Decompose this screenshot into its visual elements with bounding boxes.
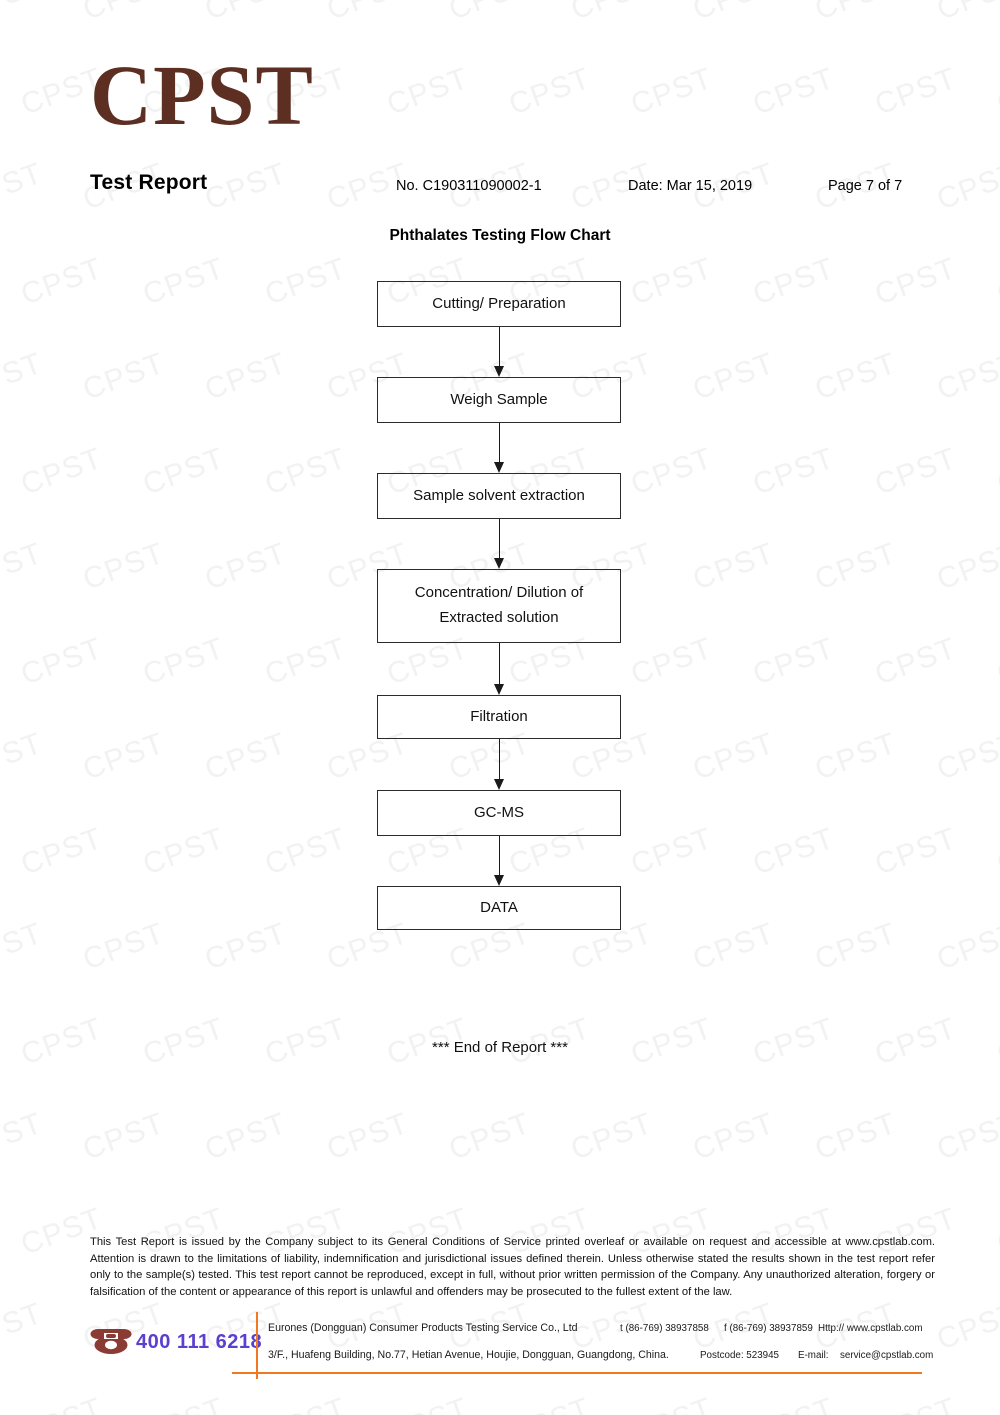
flow-arrow-shaft xyxy=(499,423,501,464)
flow-step-box: Cutting/ Preparation xyxy=(377,281,621,327)
footer-website[interactable]: Http:// www.cpstlab.com xyxy=(818,1323,923,1334)
flow-step-line: Sample solvent extraction xyxy=(413,486,585,504)
flow-arrow xyxy=(494,519,504,569)
flow-arrow-shaft xyxy=(499,836,501,877)
flow-step-box: Sample solvent extraction xyxy=(377,473,621,519)
flow-step-line: GC-MS xyxy=(474,803,524,821)
flow-step-box: Concentration/ Dilution of Extracted solu… xyxy=(377,569,621,643)
flow-step-label: Concentration/ Dilution of Extracted solu… xyxy=(415,581,583,631)
page-title: Test Report xyxy=(90,171,208,194)
footer-postcode: Postcode: 523945 xyxy=(700,1350,779,1361)
flow-arrow-shaft xyxy=(499,519,501,560)
flow-step-line: Filtration xyxy=(470,707,528,725)
flow-step-label: DATA xyxy=(480,896,518,921)
flow-step-label: Filtration xyxy=(470,705,528,730)
flow-step-line: DATA xyxy=(480,898,518,916)
flow-arrow-shaft xyxy=(499,643,501,686)
flow-arrow xyxy=(494,327,504,377)
flow-step-label: Sample solvent extraction xyxy=(413,484,585,509)
page-indicator: Page 7 of 7 xyxy=(828,178,903,194)
flow-step-label: GC-MS xyxy=(474,801,524,826)
flow-step-box: DATA xyxy=(377,886,621,930)
flow-arrow-head xyxy=(494,684,504,695)
hotline-number: 400 111 6218 xyxy=(136,1331,263,1353)
footer-divider-vertical xyxy=(256,1312,258,1379)
footer-email-value[interactable]: service@cpstlab.com xyxy=(840,1350,934,1361)
flow-step-box: Filtration xyxy=(377,695,621,739)
flow-step-line: Extracted solution xyxy=(439,609,559,626)
flow-step-box: Weigh Sample xyxy=(377,377,621,423)
telephone-icon xyxy=(90,1329,132,1354)
flow-arrow-head xyxy=(494,462,504,473)
flow-arrow-head xyxy=(494,779,504,790)
report-number: No. C190311090002-1 xyxy=(396,178,542,194)
flow-arrow-head xyxy=(494,558,504,569)
footer-fax: f (86-769) 38937859 xyxy=(724,1323,813,1334)
flow-step-line: Weigh Sample xyxy=(450,390,548,408)
flow-arrow xyxy=(494,423,504,473)
flow-step-line: Cutting/ Preparation xyxy=(432,294,566,312)
flow-arrow xyxy=(494,739,504,790)
footer-email-label: E-mail: xyxy=(798,1350,829,1361)
flow-arrow-head xyxy=(494,366,504,377)
footer-company-name: Eurones (Dongguan) Consumer Products Tes… xyxy=(268,1322,578,1334)
flow-step-label: Weigh Sample xyxy=(450,388,547,413)
footer-divider-horizontal xyxy=(232,1372,922,1374)
flow-arrow-head xyxy=(494,875,504,886)
flow-chart-title: Phthalates Testing Flow Chart xyxy=(389,227,611,244)
flow-arrow-shaft xyxy=(499,739,501,781)
report-date: Date: Mar 15, 2019 xyxy=(628,178,753,194)
flow-step-line: Concentration/ Dilution of xyxy=(414,584,584,602)
flow-arrow xyxy=(494,836,504,886)
end-of-report-text: *** End of Report *** xyxy=(432,1039,568,1056)
cpst-logo: CPST xyxy=(90,47,314,143)
flow-step-label: Cutting/ Preparation xyxy=(432,292,565,317)
flow-arrow xyxy=(494,643,504,695)
flow-step-box: GC-MS xyxy=(377,790,621,836)
flow-arrow-shaft xyxy=(499,327,501,368)
footer-telephone: t (86-769) 38937858 xyxy=(620,1323,709,1334)
disclaimer-text: This Test Report is issued by the Compan… xyxy=(90,1236,935,1298)
footer-address: 3/F., Huafeng Building, No.77, Hetian Av… xyxy=(268,1349,669,1361)
